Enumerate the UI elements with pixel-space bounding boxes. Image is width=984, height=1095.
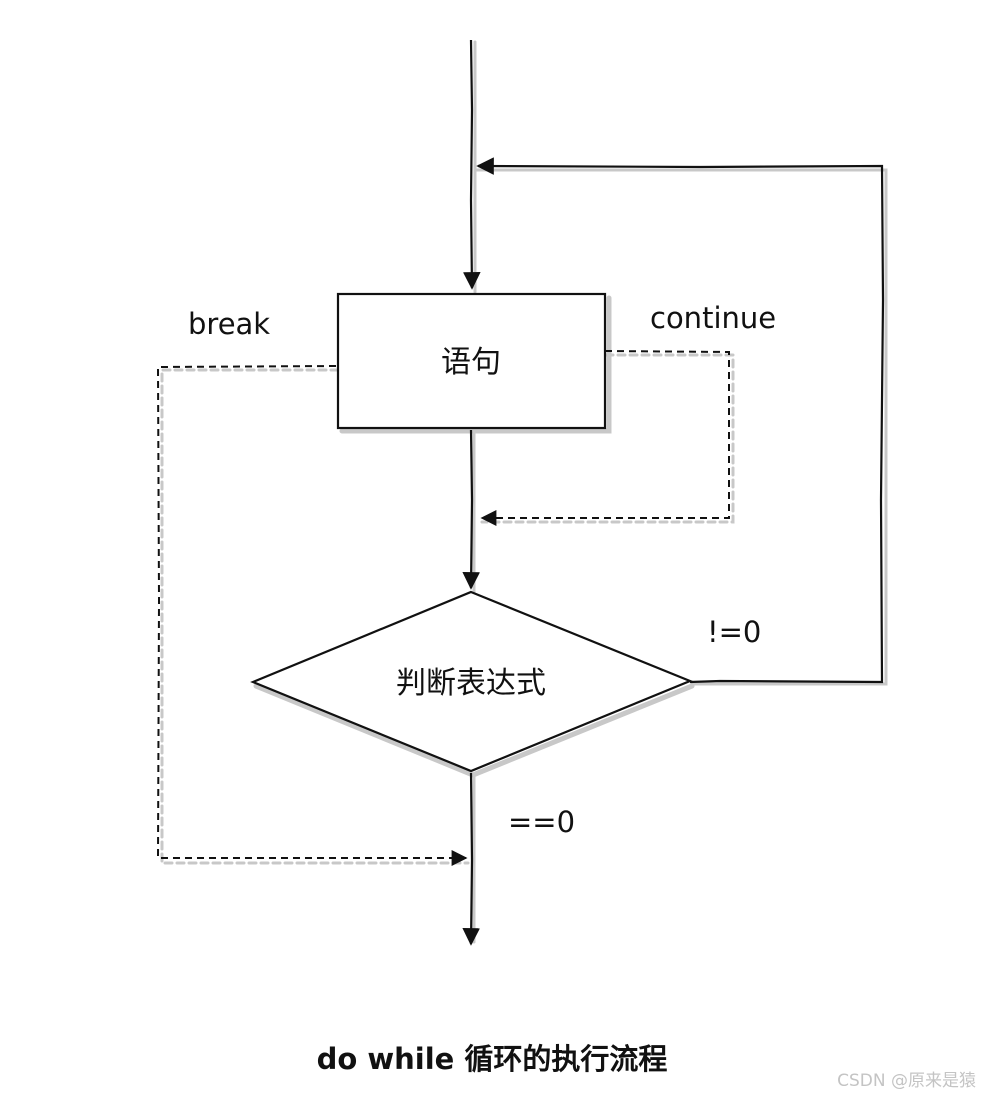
break-label: break [188,307,270,341]
condition-label: 判断表达式 [396,666,546,701]
watermark: CSDN @原来是猿 [837,1071,976,1091]
entry-arrow [463,39,481,290]
continue-label: continue [650,301,776,335]
statement-to-condition-arrow [462,429,480,590]
zero-label: ==0 [508,805,575,839]
nonzero-label: !=0 [707,615,761,649]
diagram-caption: do while 循环的执行流程 [316,1042,668,1076]
condition-diamond [250,590,693,773]
continue-arrow [480,350,730,526]
statement-label: 语句 [441,345,501,380]
exit-arrow [462,772,480,946]
loop-back-arrow [476,157,885,684]
statement-box [336,292,607,430]
break-arrow [156,365,468,866]
